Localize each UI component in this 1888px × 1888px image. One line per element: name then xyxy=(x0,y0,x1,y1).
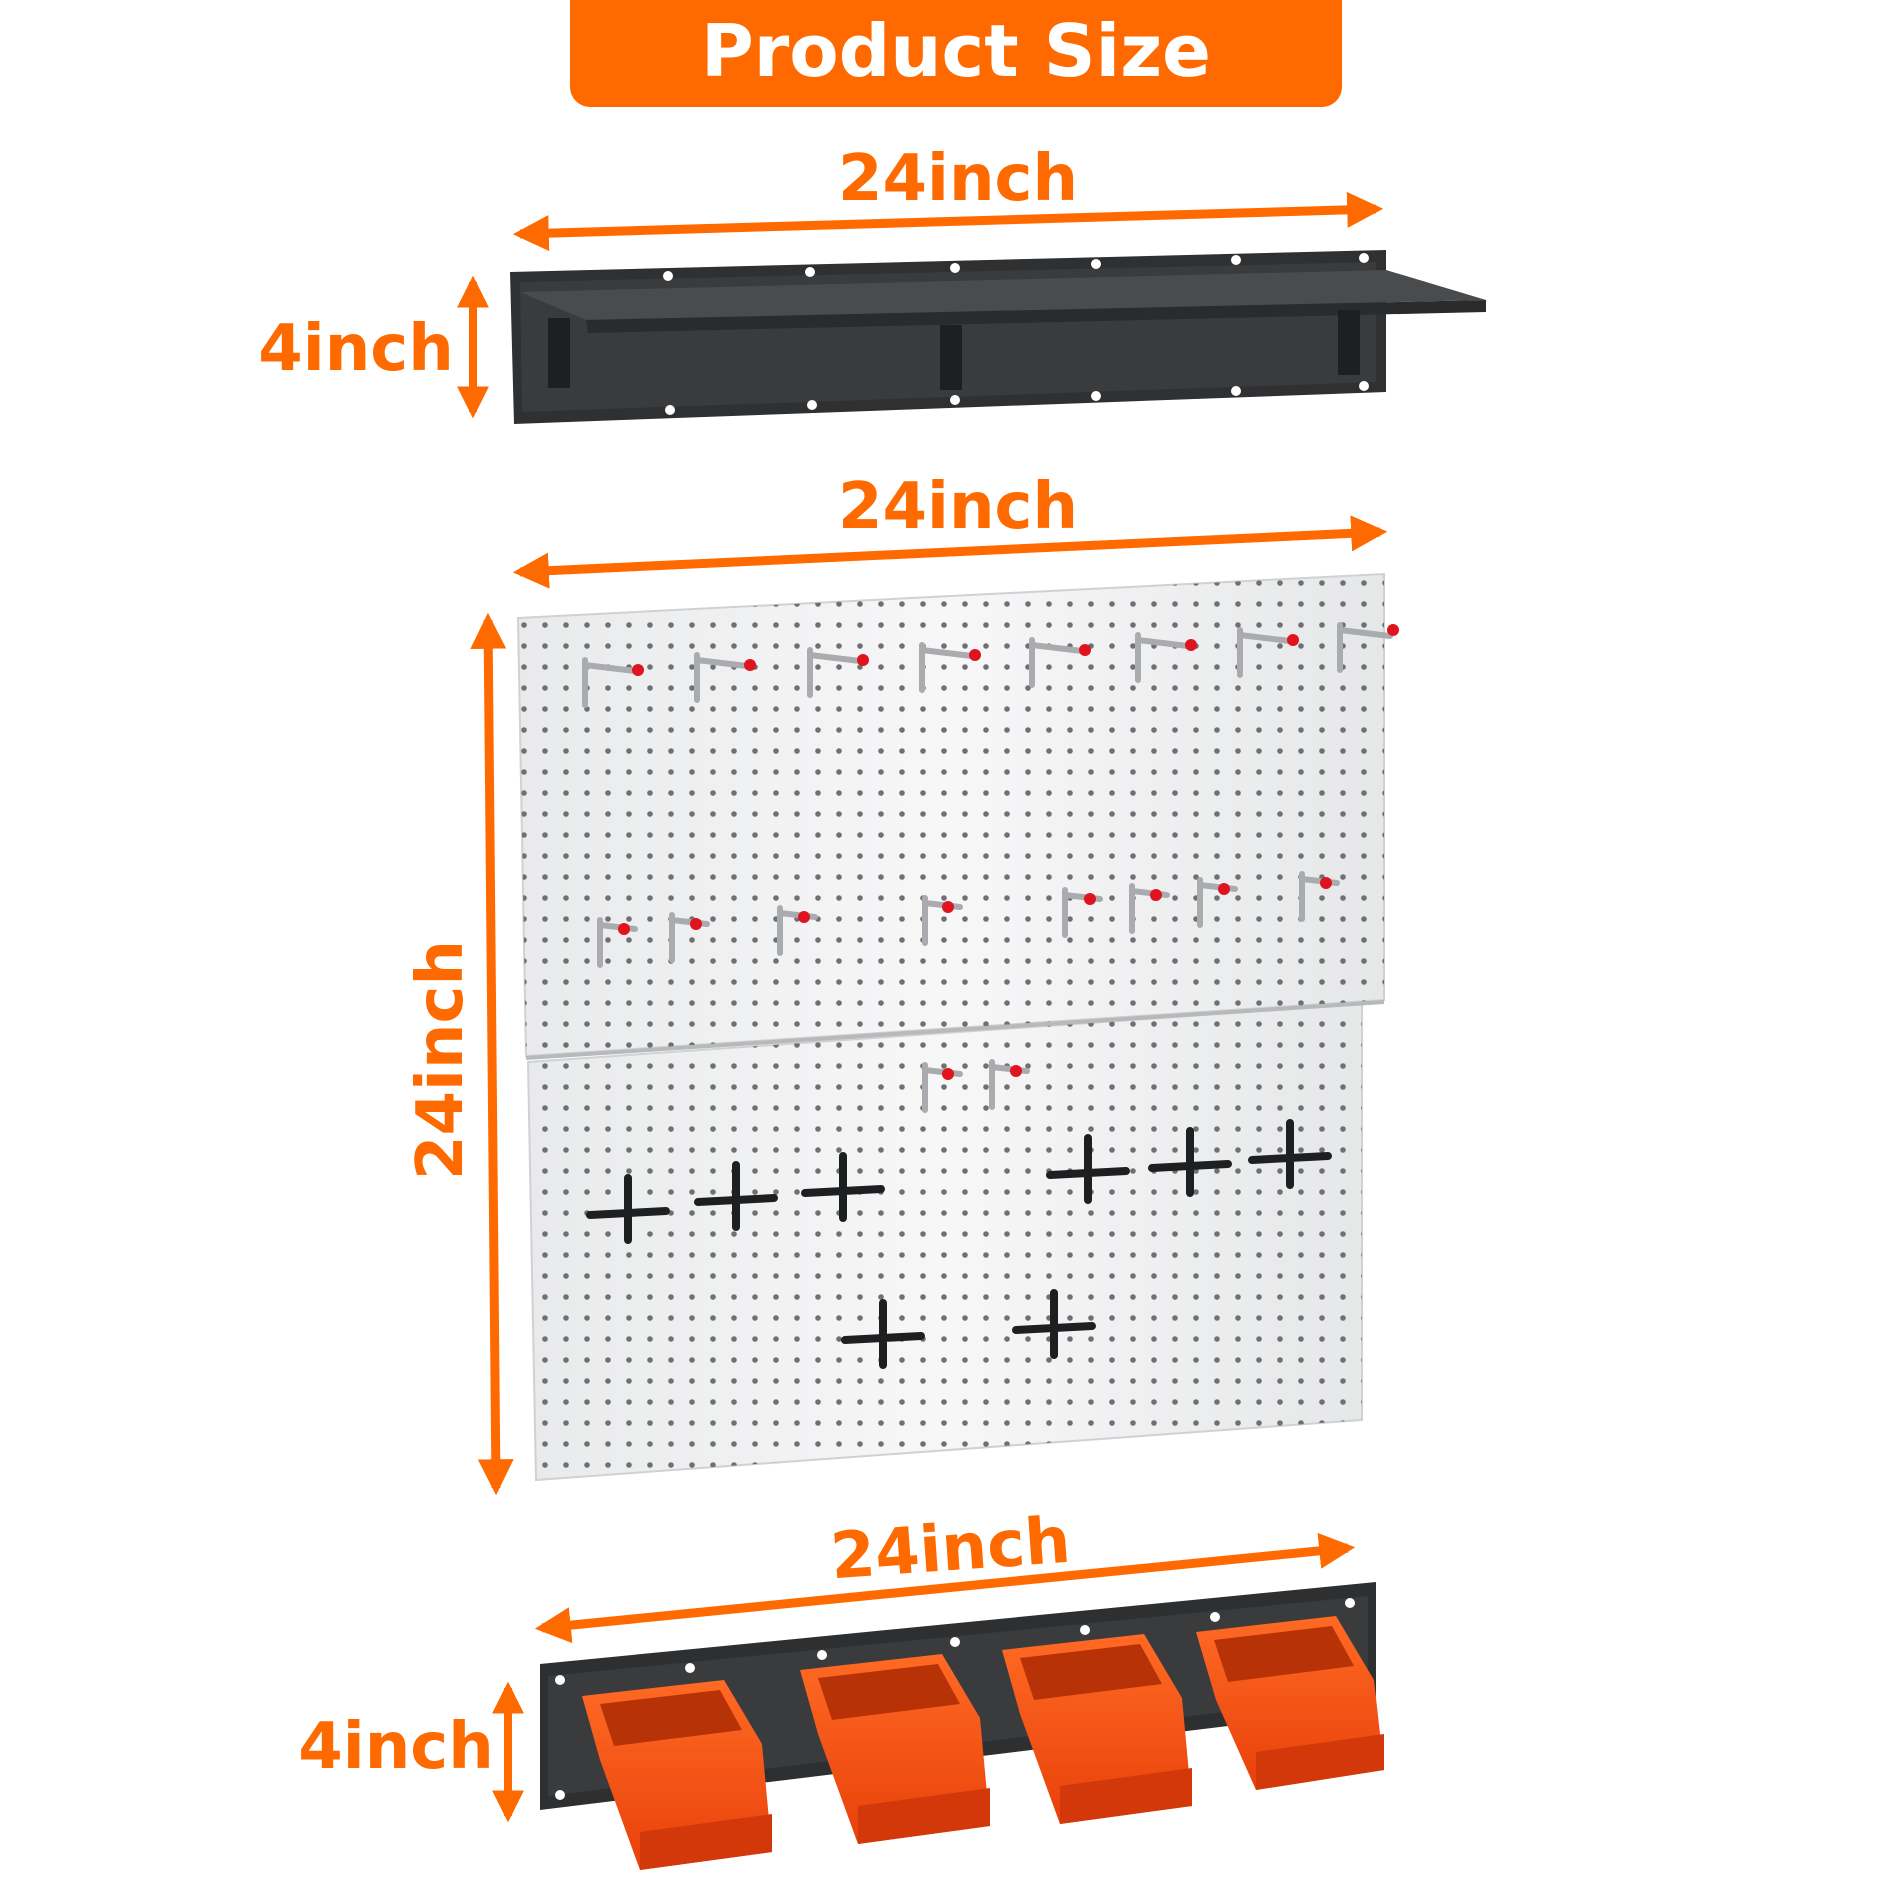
pegboard-width-label: 24inch xyxy=(838,470,1078,544)
pegboard-height-dimension: 24inch xyxy=(404,612,514,1496)
storage-bin xyxy=(1002,1634,1192,1824)
bin-rail-height-dimension: 4inch xyxy=(298,1681,524,1823)
storage-bin xyxy=(1196,1616,1384,1790)
pegboard-height-label: 24inch xyxy=(404,940,478,1180)
pegboard-width-dimension: 24inch xyxy=(512,470,1388,589)
page-title: Product Size xyxy=(701,9,1211,93)
bin-rail-width-dimension: 24inch xyxy=(534,1504,1356,1644)
shelf-height-dimension: 4inch xyxy=(258,275,489,419)
title-banner: Product Size xyxy=(570,0,1342,107)
pegboard-image xyxy=(516,572,1399,1482)
storage-bin xyxy=(800,1654,990,1844)
shelf-height-label: 4inch xyxy=(258,312,454,386)
shelf-width-dimension: 24inch xyxy=(512,142,1384,252)
bin-rail-width-label: 24inch xyxy=(828,1504,1073,1595)
bin-rail-image xyxy=(540,1582,1384,1870)
shelf-image xyxy=(510,250,1486,424)
storage-bin xyxy=(582,1680,772,1870)
bin-rail-height-label: 4inch xyxy=(298,1710,494,1784)
hook-group-upper xyxy=(582,622,1399,708)
hook-group-middle xyxy=(597,871,1340,1113)
cross-hook-group xyxy=(586,1119,1332,1369)
shelf-width-label: 24inch xyxy=(838,142,1078,216)
